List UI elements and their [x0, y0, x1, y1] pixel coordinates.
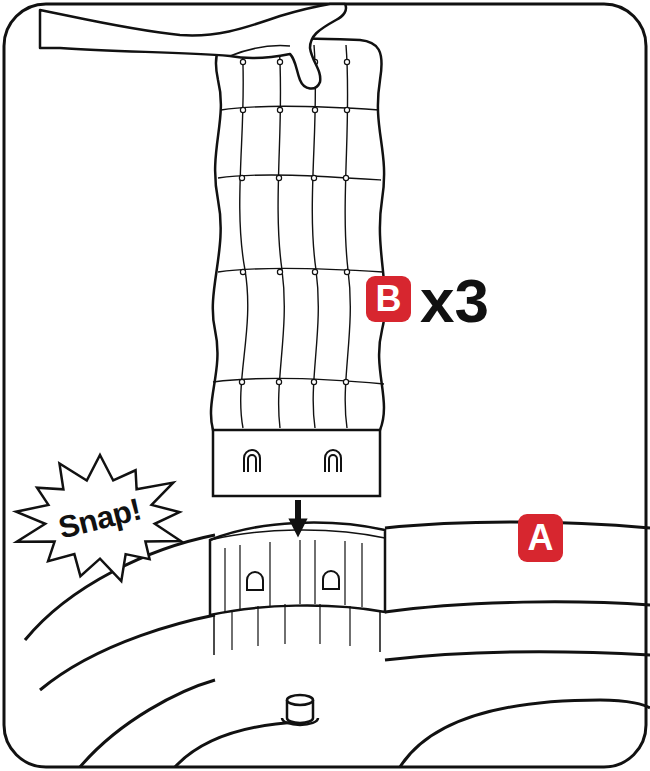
grid-knot: [239, 175, 244, 180]
quantity-label: x3: [420, 270, 489, 332]
grid-knot: [344, 269, 349, 274]
panel-receptacle: [210, 523, 385, 655]
starburst-shape: [16, 455, 181, 581]
part-letter: B: [376, 281, 402, 317]
grid-knot: [344, 59, 349, 64]
grid-knot: [312, 107, 317, 112]
grid-knot: [276, 379, 281, 384]
grid-knot: [277, 59, 282, 64]
grid-knot: [343, 379, 348, 384]
grid-knot: [277, 269, 282, 274]
part-letter: A: [528, 520, 554, 556]
part-letter-tag: B: [366, 276, 411, 322]
grid-knot: [277, 107, 282, 112]
grid-knot: [239, 379, 244, 384]
receptacle-slots: [247, 571, 339, 590]
grid-knot: [312, 269, 317, 274]
grid-knot: [276, 175, 281, 180]
grid-knot: [240, 59, 245, 64]
grid-knot: [240, 107, 245, 112]
receptacle-ribs: [225, 540, 362, 650]
part-letter-tag: A: [518, 514, 563, 562]
grid-knot: [343, 175, 348, 180]
grid-knot: [311, 175, 316, 180]
filter-panel: [211, 38, 385, 496]
grid-knot: [311, 379, 316, 384]
snap-starburst: Snap!: [8, 452, 192, 586]
grid-knot: [344, 107, 349, 112]
center-post: [282, 695, 318, 725]
hand: [40, 4, 346, 89]
grid-knot: [240, 269, 245, 274]
insert-arrow: [295, 500, 301, 528]
